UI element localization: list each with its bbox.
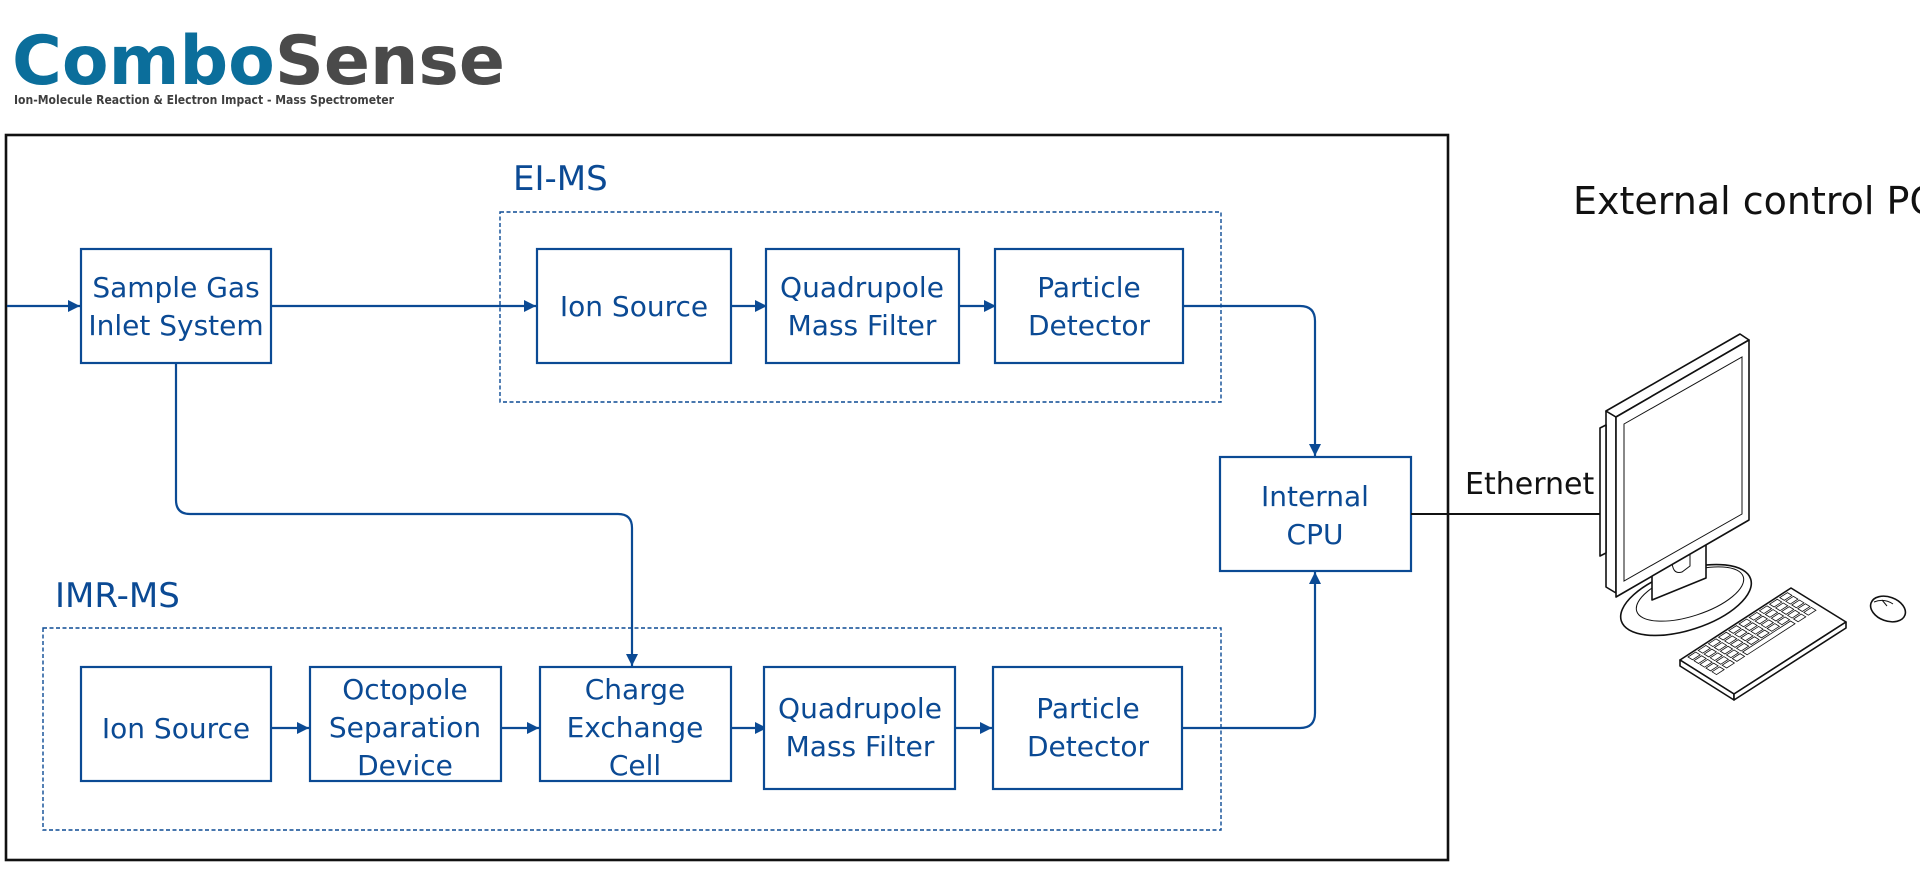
keyboard-key-icon: [1786, 609, 1801, 619]
block-label-line: Detector: [1027, 730, 1149, 763]
block-label-line: Particle: [1036, 692, 1139, 725]
keyboard-key-icon: [1746, 636, 1760, 645]
block-label-line: Internal: [1261, 480, 1369, 513]
keyboard-key-icon: [1729, 639, 1744, 648]
monitor-front-icon: [1615, 339, 1750, 598]
block-label-line: Charge: [585, 673, 685, 706]
keyboard-key-icon: [1770, 612, 1785, 622]
inlet-to-charge-exchange-arrow: [174, 364, 638, 666]
keyboard-icon: [1679, 587, 1847, 701]
keyboard-key-icon: [1699, 658, 1713, 668]
keyboard-key-icon: [1768, 598, 1783, 608]
ei-particle-detector-block: Particle Detector: [993, 247, 1185, 365]
keyboard-spacebar-icon: [1741, 620, 1796, 656]
charge-exchange-cell-block: Charge Exchange Cell: [538, 665, 733, 783]
keyboard-key-icon: [1687, 651, 1701, 661]
logo-sense: Sense: [275, 22, 505, 101]
monitor-stand-icon: [1619, 539, 1753, 637]
keyboard-key-icon: [1792, 613, 1807, 623]
block-label-line: Quadrupole: [778, 692, 942, 725]
keyboard-key-icon: [1754, 615, 1769, 625]
ei-ms-group-label: EI-MS: [513, 159, 608, 199]
block-label-line: Mass Filter: [786, 730, 935, 763]
keyboard-key-icon: [1779, 592, 1793, 601]
instrument-boundary: [4, 133, 1450, 862]
sample-gas-inlet-block: Sample Gas Inlet System: [79, 247, 273, 365]
keyboard-key-icon: [1776, 616, 1791, 626]
block-label-line: Sample Gas: [92, 271, 259, 304]
keyboard-key-icon: [1785, 595, 1799, 605]
ei-detector-to-cpu-arrow: [1183, 304, 1321, 456]
keyboard-key-icon: [1707, 638, 1722, 648]
keyboard-key-icon: [1774, 602, 1789, 612]
keyboard-key-icon: [1719, 645, 1734, 655]
ethernet-label: Ethernet: [1465, 467, 1594, 502]
keyboard-key-icon: [1758, 605, 1773, 615]
keyboard-key-icon: [1735, 642, 1750, 652]
keyboard-key-icon: [1791, 599, 1805, 609]
imr-ion-source-block: Ion Source: [79, 665, 273, 783]
mouse-icon: [1869, 595, 1907, 623]
keyboard-key-icon: [1715, 656, 1730, 665]
keyboard-key-icon: [1803, 606, 1817, 616]
ei-quadrupole-mass-filter-block: Quadrupole Mass Filter: [764, 247, 961, 365]
imr-quadrupole-mass-filter-block: Quadrupole Mass Filter: [762, 665, 957, 791]
keyboard-key-icon: [1748, 611, 1763, 621]
octopole-separation-device-block: Octopole Separation Device: [308, 665, 503, 783]
imr-detector-to-cpu-arrow: [1183, 572, 1321, 730]
keyboard-key-icon: [1797, 603, 1811, 612]
flow-connectors: [7, 300, 1321, 734]
logo-subtitle: Ion-Molecule Reaction & Electron Impact …: [14, 92, 395, 107]
logo-combo: Combo: [12, 22, 275, 101]
keyboard-key-icon: [1756, 629, 1770, 639]
block-label-line: Ion Source: [102, 712, 250, 745]
block-label-line: CPU: [1287, 518, 1344, 551]
keyboard-key-icon: [1734, 628, 1748, 638]
block-label-line: Ion Source: [560, 290, 708, 323]
keyboard-key-icon: [1697, 644, 1712, 654]
block-label-line: Quadrupole: [780, 271, 944, 304]
block-label-line: Exchange: [567, 711, 704, 744]
keyboard-key-icon: [1721, 659, 1736, 669]
block-label-line: Inlet System: [88, 309, 263, 342]
keyboard-key-icon: [1728, 625, 1742, 634]
block-label-line: Detector: [1028, 309, 1150, 342]
keyboard-key-icon: [1717, 631, 1732, 641]
imr-particle-detector-block: Particle Detector: [991, 665, 1184, 791]
monitor-side-icon: [1605, 410, 1617, 594]
logo: ComboSense Ion-Molecule Reaction & Elect…: [12, 22, 505, 107]
logo-wordmark: ComboSense: [12, 22, 505, 101]
keyboard-key-icon: [1780, 606, 1795, 615]
keyboard-key-icon: [1764, 609, 1779, 618]
external-pc-label: External control PC: [1573, 179, 1920, 223]
keyboard-key-icon: [1760, 619, 1775, 629]
keyboard-key-icon: [1711, 666, 1725, 676]
keyboard-key-icon: [1705, 662, 1719, 672]
monitor-port-icon: [1599, 424, 1607, 557]
desktop-computer-icon: [1599, 333, 1907, 701]
keyboard-key-icon: [1723, 635, 1738, 645]
keyboard-key-icon: [1703, 648, 1718, 658]
block-label-line: Separation: [329, 711, 481, 744]
keyboard-key-icon: [1744, 622, 1758, 631]
imr-ms-group-label: IMR-MS: [55, 576, 180, 616]
keyboard-key-icon: [1709, 652, 1724, 662]
block-label-line: Device: [357, 749, 453, 782]
keyboard-key-icon: [1725, 649, 1740, 659]
internal-cpu-block: Internal CPU: [1218, 455, 1413, 573]
block-label-line: Particle: [1037, 271, 1140, 304]
keyboard-key-icon: [1766, 623, 1781, 632]
keyboard-key-icon: [1738, 618, 1752, 628]
keyboard-key-icon: [1693, 655, 1707, 664]
block-label-line: Cell: [609, 749, 661, 782]
ei-ion-source-block: Ion Source: [535, 247, 733, 365]
keyboard-key-icon: [1731, 653, 1746, 662]
monitor-screen-icon: [1623, 356, 1743, 582]
keyboard-key-icon: [1740, 632, 1754, 642]
block-label-line: Mass Filter: [788, 309, 937, 342]
keyboard-key-icon: [1713, 642, 1728, 651]
block-label-line: Octopole: [342, 673, 467, 706]
keyboard-key-icon: [1750, 625, 1764, 635]
